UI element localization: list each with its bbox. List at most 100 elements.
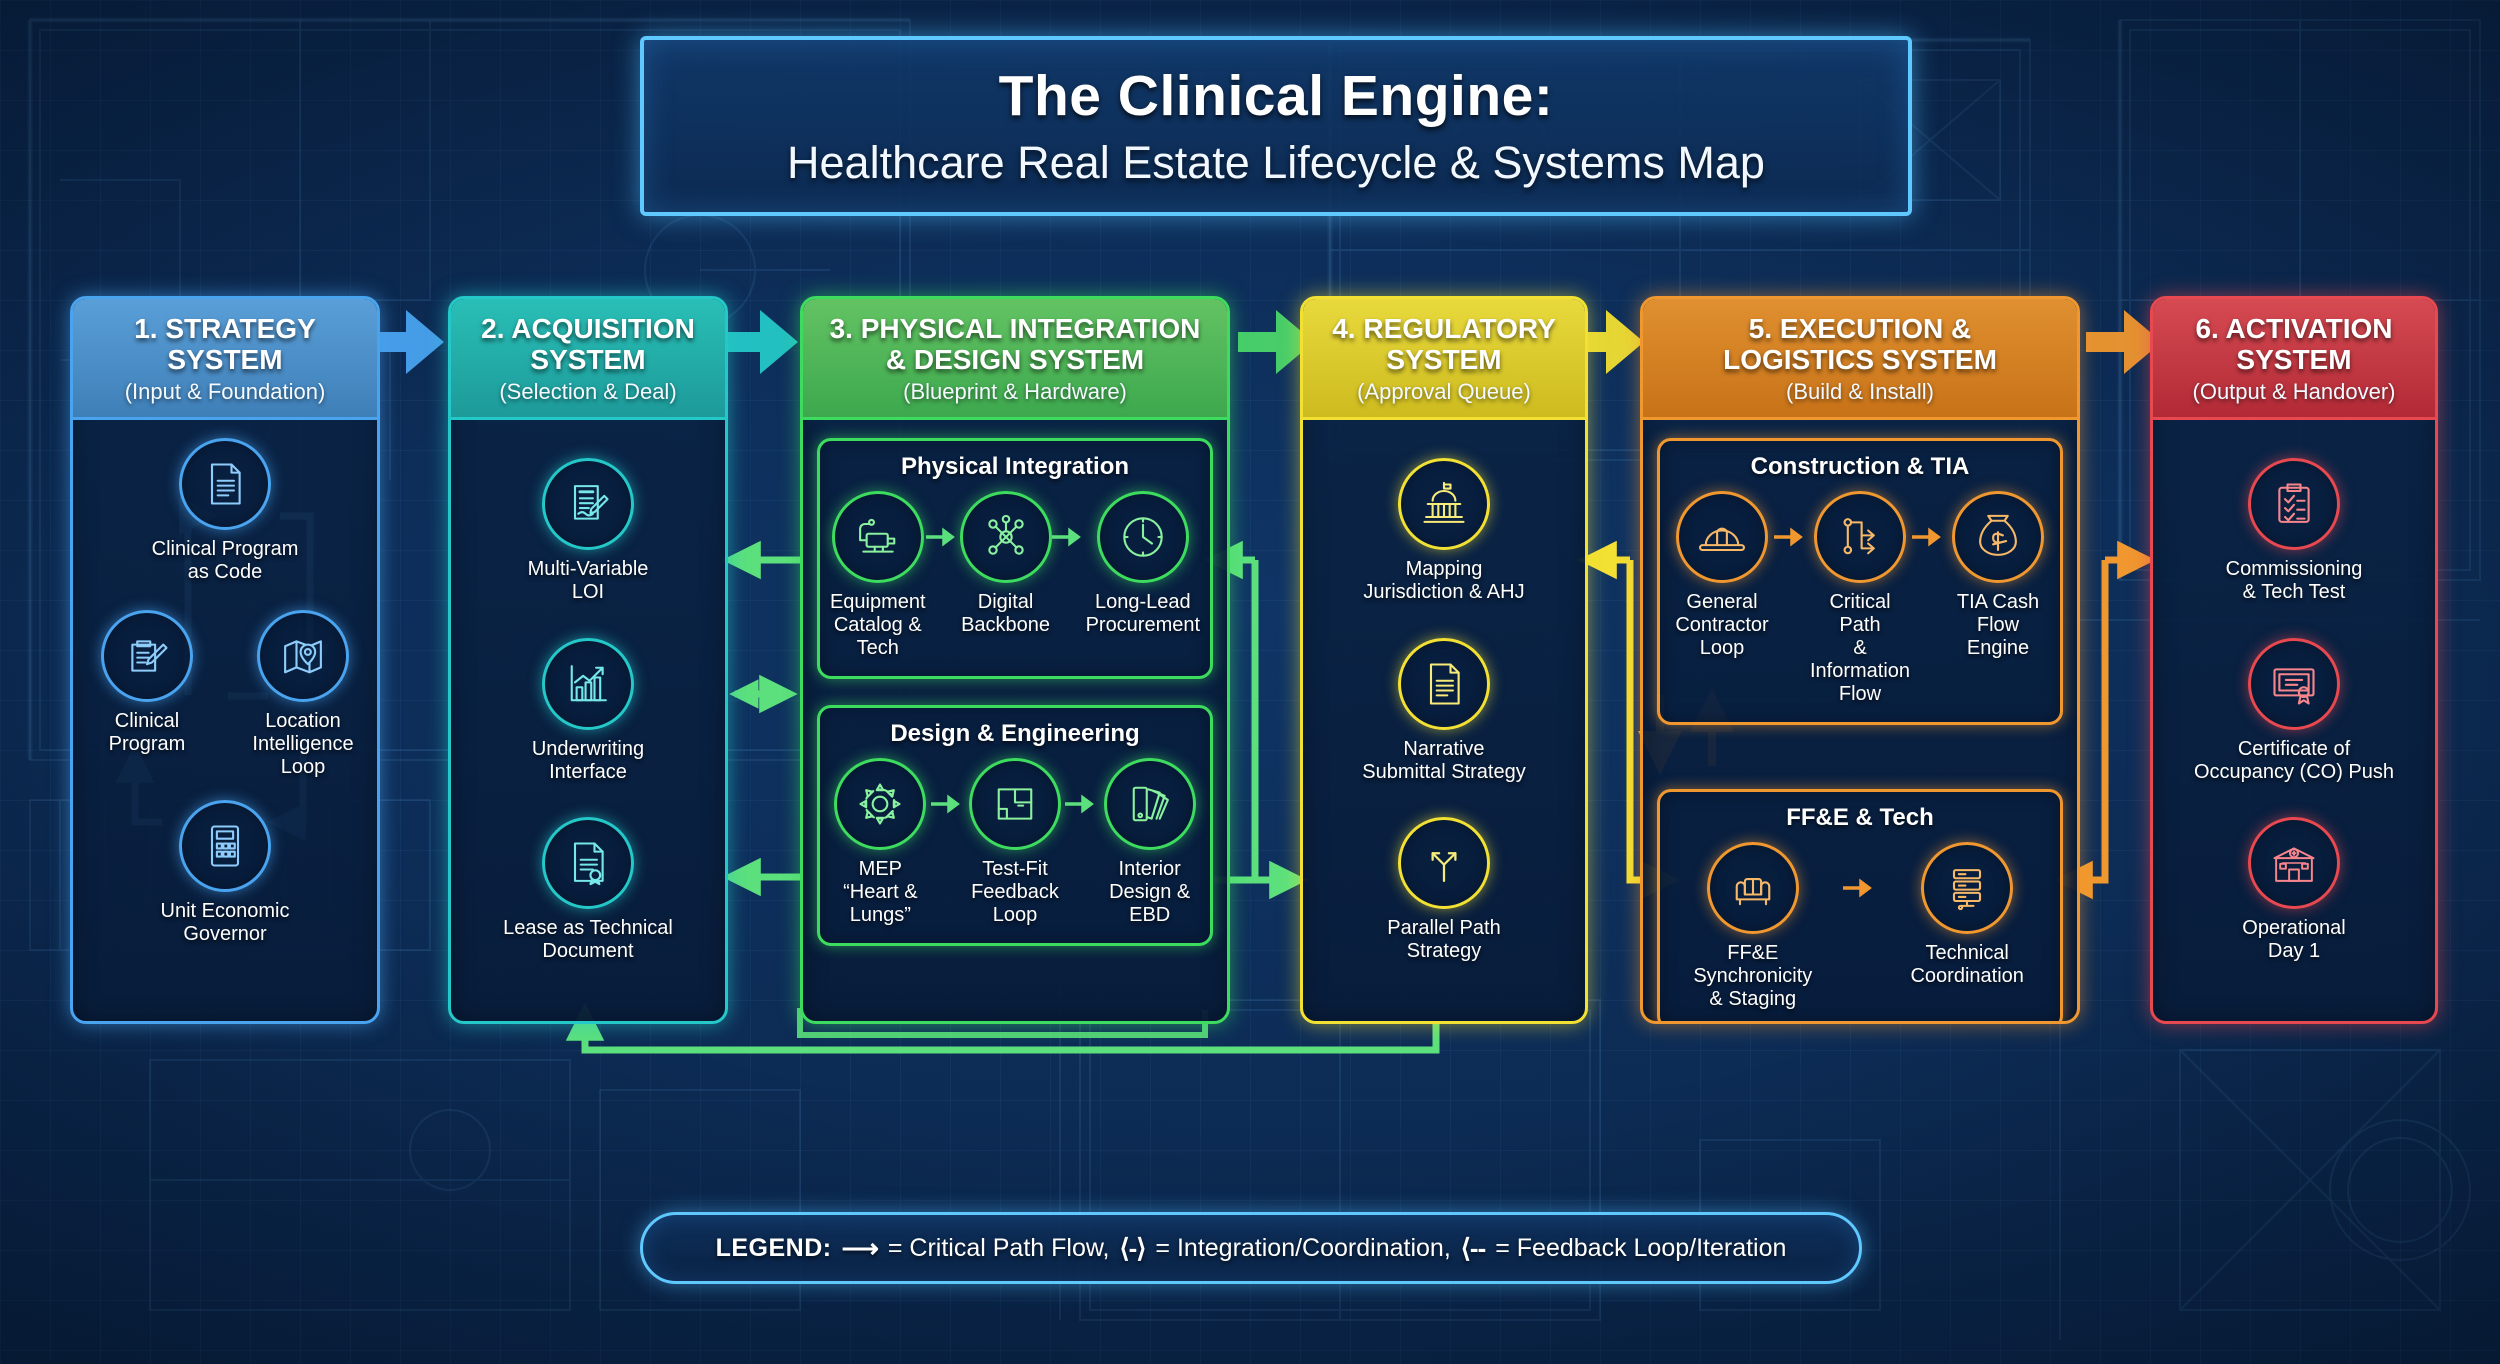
node-label: Test-Fit Feedback Loop [971,857,1059,926]
subgroup-title: Construction & TIA [1750,452,1970,480]
column-title-line2: LOGISTICS SYSTEM [1723,344,1997,376]
government-building-icon [1398,458,1490,551]
node-interior-design-ebd[interactable]: Interior Design & EBD [1099,757,1200,927]
document-icon [179,437,271,530]
flow-arrow-icon [1912,491,1946,583]
calculator-icon [179,799,271,892]
floorplan-icon [969,757,1061,850]
node-test-fit-feedback-loop[interactable]: Test-Fit Feedback Loop [965,757,1066,927]
node-label: Location Intelligence Loop [252,709,354,778]
legend-glyph-feedback: ⟨-- [1460,1232,1486,1263]
flow-arrow-icon [1051,491,1086,583]
node-ffe-synchronicity-staging[interactable]: FF&E Synchronicity & Staging [1681,841,1825,1011]
checklist-icon [2248,458,2340,551]
flow-arrow-icon [1774,491,1808,583]
column-title-line2: SYSTEM [167,344,283,376]
column-execution-logistics-system[interactable]: 5. EXECUTION & LOGISTICS SYSTEM (Build &… [1640,296,2080,1024]
node-operational-day-1[interactable]: Operational Day 1 [2165,817,2423,963]
node-label: Clinical Program as Code [151,537,299,583]
node-unit-economic-governor[interactable]: Unit Economic Governor [115,799,335,946]
legend-text-integration: = Integration/Coordination, [1155,1233,1451,1262]
column-subtitle-4: (Approval Queue) [1357,378,1531,404]
subgroup-title: Design & Engineering [890,719,1140,747]
node-label: Critical Path & Information Flow [1809,590,1911,705]
column-header-2: 2. ACQUISITION SYSTEM (Selection & Deal) [451,299,725,420]
gear-icon [834,757,927,850]
node-general-contractor-loop[interactable]: General Contractor Loop [1670,490,1774,660]
node-parallel-path-strategy[interactable]: Parallel Path Strategy [1315,817,1573,963]
money-bag-icon [1952,490,2044,583]
node-label: Digital Backbone [961,590,1051,636]
column-subtitle-6: (Output & Handover) [2192,378,2396,404]
node-label: Mapping Jurisdiction & AHJ [1363,558,1525,604]
flow-arrow-icon [925,491,960,583]
flow-arrow-icon [1065,758,1099,850]
node-equipment-catalog-tech[interactable]: Equipment Catalog & Tech [829,490,926,660]
column-subtitle-1: (Input & Foundation) [124,378,326,404]
sofa-icon [1706,841,1799,934]
flow-branch-icon [1814,490,1906,583]
node-label: TIA Cash Flow Engine [1956,590,2040,659]
subgroup-title: Physical Integration [900,452,1130,480]
legend-glyph-integration: ⟨-⟩ [1119,1232,1146,1263]
node-label: Technical Coordination [1910,941,2024,987]
node-label: Lease as Technical Document [503,917,673,963]
node-label: FF&E Synchronicity & Staging [1693,941,1813,1010]
node-label: Long-Lead Procurement [1085,590,1201,636]
network-node-icon [959,490,1052,583]
node-lease-as-technical-document[interactable]: Lease as Technical Document [463,817,713,963]
node-location-intelligence-loop[interactable]: Location Intelligence Loop [223,609,377,779]
node-digital-backbone[interactable]: Digital Backbone [959,490,1052,637]
contract-sign-icon [542,458,634,551]
node-certificate-of-occupancy-push[interactable]: Certificate of Occupancy (CO) Push [2165,637,2423,784]
node-label: Parallel Path Strategy [1387,917,1501,963]
flow-arrow-icon [1825,842,1895,934]
equipment-icon [831,490,924,583]
node-technical-coordination[interactable]: Technical Coordination [1895,841,2039,988]
node-clinical-program-as-code[interactable]: Clinical Program as Code [120,437,330,584]
node-mep-heart-lungs[interactable]: MEP “Heart & Lungs” [830,757,931,927]
column-header-1: 1. STRATEGY SYSTEM (Input & Foundation) [73,299,377,420]
node-label: Multi-Variable LOI [527,558,649,604]
page-subtitle: Healthcare Real Estate Lifecycle & Syste… [787,137,1765,188]
column-title-line2: SYSTEM [1386,344,1502,376]
subgroup-physical-integration: Physical Integration [817,437,1213,679]
legend-glyph-critical-path: ⟶ [841,1232,879,1263]
swatch-fan-icon [1103,757,1196,850]
column-title-line1: 6. ACTIVATION [2195,313,2393,344]
column-strategy-system[interactable]: 1. STRATEGY SYSTEM (Input & Foundation) … [70,296,380,1024]
node-multi-variable-loi[interactable]: Multi-Variable LOI [463,458,713,604]
column-header-5: 5. EXECUTION & LOGISTICS SYSTEM (Build &… [1643,299,2077,420]
column-title-line2: SYSTEM [2236,344,2352,376]
node-label: Underwriting Interface [531,737,645,783]
column-title-line1: 2. ACQUISITION [481,313,695,344]
legend-text-critical-path: = Critical Path Flow, [887,1233,1110,1262]
node-critical-path-information-flow[interactable]: Critical Path & Information Flow [1808,490,1912,706]
column-physical-integration-design-system[interactable]: 3. PHYSICAL INTEGRATION & DESIGN SYSTEM … [800,296,1230,1024]
node-long-lead-procurement[interactable]: Long-Lead Procurement [1085,490,1201,637]
node-underwriting-interface[interactable]: Underwriting Interface [463,637,713,784]
node-label: General Contractor Loop [1675,590,1769,659]
clock-icon [1096,490,1189,583]
column-title-line2: SYSTEM [530,344,646,376]
column-regulatory-system[interactable]: 4. REGULATORY SYSTEM (Approval Queue) [1300,296,1588,1024]
map-pin-icon [257,609,349,702]
column-acquisition-system[interactable]: 2. ACQUISITION SYSTEM (Selection & Deal) [448,296,728,1024]
column-title-line2: & DESIGN SYSTEM [885,344,1145,376]
node-label: MEP “Heart & Lungs” [843,857,918,926]
legend-label: LEGEND: [715,1233,832,1262]
column-title-line1: 4. REGULATORY [1332,313,1556,344]
column-header-3: 3. PHYSICAL INTEGRATION & DESIGN SYSTEM … [803,299,1227,420]
fork-path-icon [1398,817,1490,910]
hard-hat-icon [1676,490,1768,583]
node-clinical-program[interactable]: Clinical Program [73,609,227,756]
node-label: Equipment Catalog & Tech [829,590,926,659]
document-icon [1398,637,1490,730]
bar-chart-growth-icon [542,637,634,730]
node-mapping-jurisdiction-ahj[interactable]: Mapping Jurisdiction & AHJ [1315,458,1573,604]
column-activation-system[interactable]: 6. ACTIVATION SYSTEM (Output & Handover) [2150,296,2438,1024]
node-commissioning-tech-test[interactable]: Commissioning & Tech Test [2165,458,2423,604]
node-label: Clinical Program [108,709,186,755]
node-narrative-submittal-strategy[interactable]: Narrative Submittal Strategy [1315,637,1573,784]
node-tia-cash-flow-engine[interactable]: TIA Cash Flow Engine [1946,490,2050,660]
